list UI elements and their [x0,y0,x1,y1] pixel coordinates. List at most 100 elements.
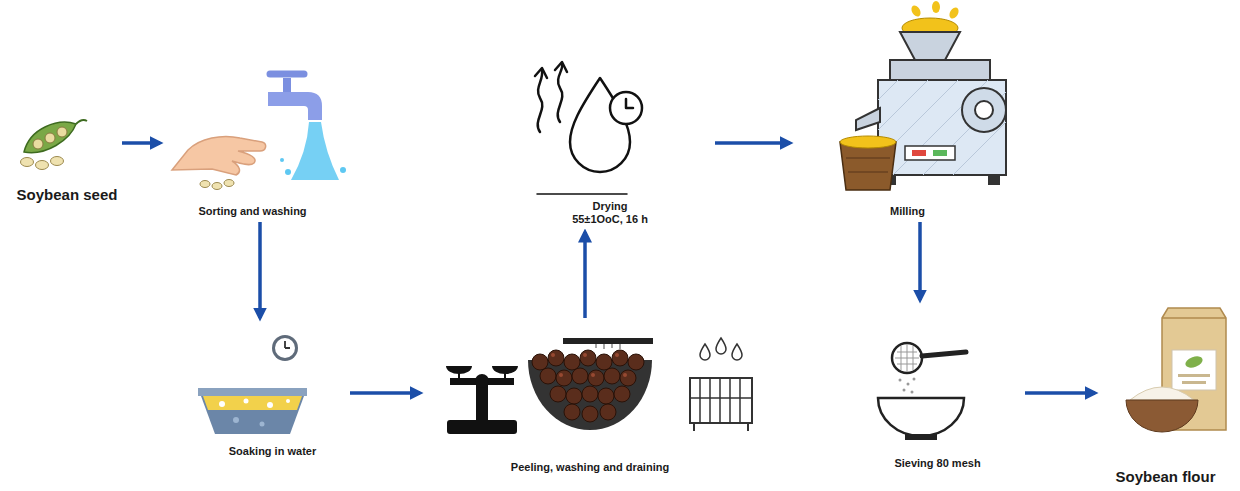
drying-icon-part [535,68,547,78]
soaking-icon-part [219,401,225,407]
step-label: 55±1OoC, 16 h [572,213,648,226]
soybean-seed-icon-part [45,133,55,143]
sieving-icon-part [903,389,906,392]
step-label: Drying [593,200,628,213]
peeling-icon-part [559,373,563,377]
milling-machine-icon-part [933,150,947,156]
peeling-icon-part [596,344,620,349]
washing-icon-part [172,137,266,176]
peeling-icon-part [582,386,598,402]
peeling-icon-part [588,370,604,386]
flow-arrow [918,222,922,300]
peeling-icon-part [447,420,517,434]
sieving-icon-part [922,352,966,356]
milling-machine-icon-part [878,80,1006,175]
sieving-icon-part [892,343,922,373]
washing-icon-part [280,158,284,162]
flour-bag-icon-part [1178,374,1210,377]
peeling-icon-part [476,385,488,420]
soybean-seed-icon-part [51,157,64,166]
milling-machine-icon-part [840,136,896,148]
milling-machine-icon-part [890,60,990,80]
flow-arrow [122,141,160,145]
milling-machine-icon-part [912,150,926,156]
soaking-icon-part [275,338,295,358]
peeling-icon-part [459,366,505,378]
peeling-icon-part [612,350,628,366]
milling-machine-icon-part [846,158,890,172]
flour-bag-icon [1126,308,1226,432]
drying-icon-part [626,99,633,108]
peeling-icon-part [532,354,548,370]
milling-machine-icon [840,1,1006,190]
milling-machine-icon-part [962,88,1006,132]
peeling-icon-part [700,344,710,360]
peeling-icon-part [596,354,612,370]
flow-arrow [1025,391,1095,395]
process-step: Sieving 80 mesh [850,300,1025,474]
soaking-icon-part [244,399,249,404]
peeling-icon-part [628,354,644,370]
sieving-icon-part [899,379,902,382]
flour-bag-icon-part [1126,400,1198,432]
flour-bag-icon-part [1184,354,1204,370]
drying-icon-part [537,193,627,195]
drying-icon [535,62,642,194]
peeling-icon [446,338,752,434]
soaking-icon-part [233,417,239,423]
sieving-icon-part [905,434,937,440]
washing-icon-part [268,92,322,120]
soaking-icon-part [267,402,273,408]
soybean-seed-icon [21,120,88,170]
washing-icon-part [340,167,346,173]
sieving-icon-part [878,398,964,436]
step-label: Sorting and washing [198,205,306,218]
drying-icon-part [538,70,543,132]
peeling-icon-part [716,338,726,354]
soybean-seed-icon-part [33,139,43,149]
peeling-icon-part [566,388,582,404]
soybean-seed-icon-part [24,122,76,152]
soaking-icon [198,335,307,434]
flow-arrow [583,232,587,318]
peeling-icon-part [532,350,644,422]
flour-bag-icon-part [1130,387,1194,400]
peeling-icon-part [604,368,620,384]
milling-machine-icon-part [932,1,940,13]
soybean-seed-icon-part [76,120,87,124]
soybean-seed-icon-part [57,127,67,137]
drying-icon-part [610,92,642,124]
soybean-seed-icon-part [36,161,49,170]
peeling-icon-part [598,388,614,404]
step-label: Soaking in water [229,445,316,458]
milling-machine-icon-part [905,146,955,160]
peeling-icon-part [563,338,653,344]
step-label: Soybean flour [1115,468,1215,486]
flow-arrow [350,391,420,395]
soaking-icon-part [203,396,302,410]
peeling-icon-part [732,344,742,360]
washing-icon-part [283,78,291,92]
peeling-icon-part [540,368,556,384]
peeling-icon-part [551,353,627,377]
washing-icon-part [285,169,291,175]
sieving-icon-part [913,378,916,381]
step-label: Peeling, washing and draining [511,461,669,474]
peeling-icon-part [550,386,566,402]
flow-arrow [258,222,262,318]
process-step: Soybean seed [12,115,122,207]
washing-icon-part [212,183,222,190]
washing-icon-part [200,181,210,188]
sieving-icon-part [907,383,910,386]
process-step: Sorting and washing [160,62,345,222]
peeling-icon-part [690,378,752,423]
milling-machine-icon-part [910,4,923,18]
step-label: Soybean seed [17,186,118,204]
process-step: Drying55±1OoC, 16 h [505,45,715,232]
sieving-icon-part [899,378,916,394]
peeling-icon-part [580,350,596,366]
peeling-icon-part [564,404,580,420]
peeling-icon-part [548,350,564,366]
